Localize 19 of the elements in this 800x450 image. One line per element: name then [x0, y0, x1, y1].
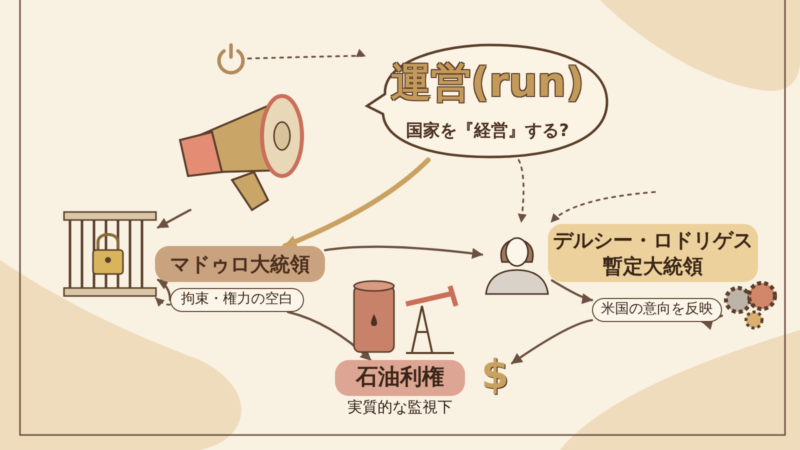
name-label: 石油利権 — [335, 360, 465, 396]
callout-bubble: 拘束・権力の空白 — [170, 288, 304, 312]
name-label: デルシー・ロドリゲス暫定大統領 — [548, 224, 758, 282]
name-label: マドゥロ大統領 — [155, 246, 325, 282]
note-text: 実質的な監視下 — [346, 398, 454, 416]
callout-bubble: 米国の意向を反映 — [592, 298, 722, 322]
arrow — [518, 159, 527, 223]
bubble-title: 運営(run) — [390, 59, 586, 108]
bubble-subtitle: 国家を『経営』する? — [405, 120, 570, 142]
arrow — [510, 319, 594, 364]
arrow — [550, 191, 656, 223]
arrow — [324, 246, 484, 259]
arrow — [247, 50, 366, 60]
arrow — [156, 208, 192, 229]
dollar-sign: $ — [478, 352, 512, 398]
arrow — [156, 278, 172, 302]
arrow — [286, 310, 372, 362]
arrow — [154, 297, 171, 307]
arrow — [282, 158, 431, 248]
